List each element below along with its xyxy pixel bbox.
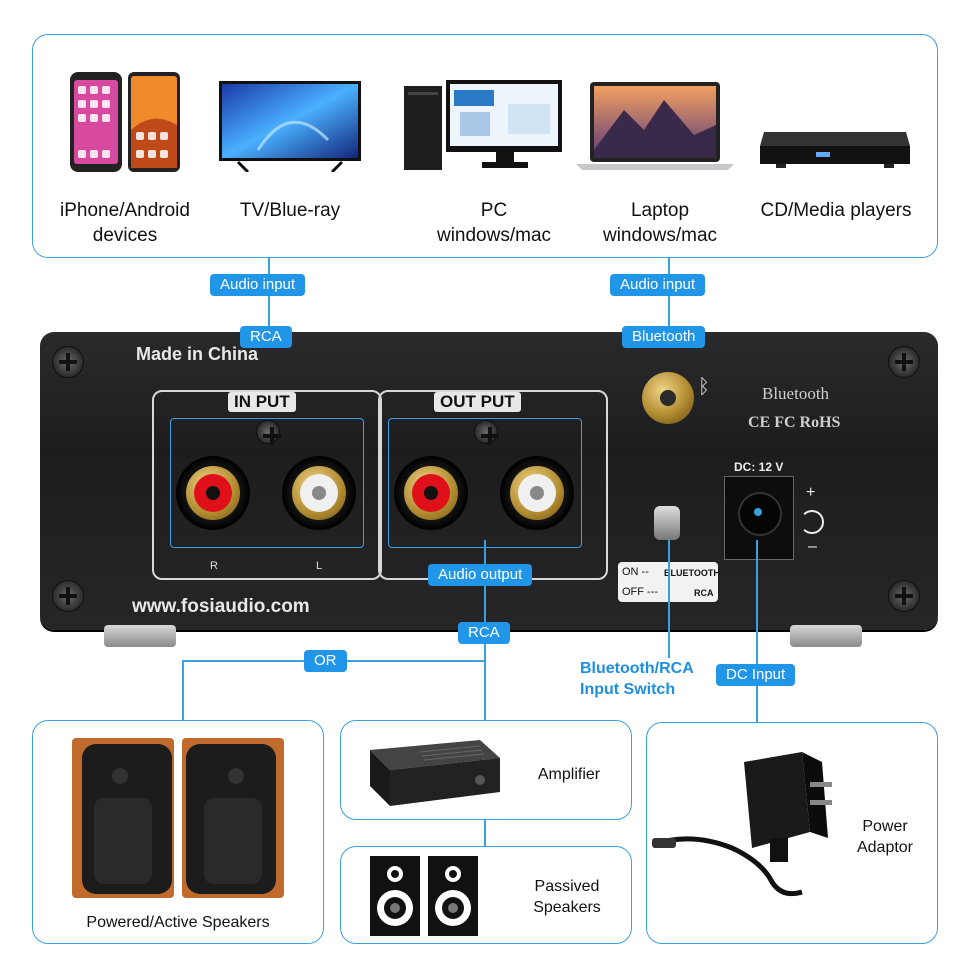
connector-line <box>668 540 670 658</box>
powered-speakers-icon <box>72 736 286 900</box>
power-adaptor-icon <box>652 752 836 902</box>
source-label-laptop: Laptop windows/mac <box>570 198 750 248</box>
screw-icon <box>52 346 84 378</box>
ground-screw-icon <box>474 420 498 444</box>
polarity-plus: + <box>806 484 815 502</box>
switch-note: Bluetooth/RCA Input Switch <box>580 658 694 700</box>
amplifier-label: Amplifier <box>516 764 622 785</box>
channel-r-label: R <box>210 560 218 572</box>
screw-icon <box>52 580 84 612</box>
polarity-minus: – <box>808 538 817 556</box>
screw-icon <box>888 580 920 612</box>
input-group-label: IN PUT <box>228 392 296 412</box>
bluetooth-icon: ᛒ <box>698 376 710 399</box>
smartphone-icon <box>68 70 182 174</box>
rca-input-right-jack[interactable] <box>176 456 250 530</box>
source-label-phone: iPhone/Android devices <box>40 198 210 248</box>
ground-screw-icon <box>256 420 280 444</box>
input-toggle-switch[interactable] <box>654 506 680 540</box>
polarity-symbol-icon <box>800 510 824 534</box>
tag-audio-output: Audio output <box>428 564 532 586</box>
source-label-pc: PC windows/mac <box>404 198 584 248</box>
switch-off-label: OFF --- <box>622 586 658 598</box>
tag-dc-input: DC Input <box>716 664 795 686</box>
antenna-connector-core <box>660 390 676 406</box>
source-label-tv: TV/Blue-ray <box>210 198 370 223</box>
output-group-label: OUT PUT <box>434 392 521 412</box>
switch-bluetooth-label: BLUETOOTH <box>664 568 720 578</box>
dc-jack-pin <box>754 508 762 516</box>
passive-speakers-icon <box>368 856 480 938</box>
tag-or: OR <box>304 650 347 672</box>
certification-marks: CE FC RoHS <box>748 414 840 432</box>
laptop-icon <box>574 80 736 172</box>
tag-audio-input-left: Audio input <box>210 274 305 296</box>
rca-output-left-jack[interactable] <box>500 456 574 530</box>
connector-line <box>484 820 486 846</box>
power-adaptor-label: Power Adaptor <box>838 816 932 858</box>
switch-rca-label: RCA <box>694 588 714 598</box>
passive-speakers-label: Passived Speakers <box>510 876 624 918</box>
tag-audio-input-right: Audio input <box>610 274 705 296</box>
amplifier-icon <box>360 736 504 808</box>
bluetooth-logo-text: Bluetooth <box>762 384 829 404</box>
rca-input-left-jack[interactable] <box>282 456 356 530</box>
switch-on-label: ON -- <box>622 566 649 578</box>
connector-line <box>182 660 184 720</box>
source-label-media: CD/Media players <box>738 198 934 223</box>
screw-icon <box>888 346 920 378</box>
desktop-pc-icon <box>404 78 566 172</box>
media-player-icon <box>756 130 912 170</box>
rubber-foot <box>790 625 862 647</box>
rca-output-right-jack[interactable] <box>394 456 468 530</box>
made-in-label: Made in China <box>136 344 258 365</box>
dc-voltage-label: DC: 12 V <box>734 460 783 474</box>
website-label: www.fosiaudio.com <box>132 596 310 618</box>
connector-line <box>756 540 758 722</box>
powered-speakers-label: Powered/Active Speakers <box>40 912 316 933</box>
tag-rca-output: RCA <box>458 622 510 644</box>
tag-bluetooth: Bluetooth <box>622 326 705 348</box>
tv-icon <box>218 80 362 172</box>
channel-l-label: L <box>316 560 322 572</box>
rubber-foot <box>104 625 176 647</box>
